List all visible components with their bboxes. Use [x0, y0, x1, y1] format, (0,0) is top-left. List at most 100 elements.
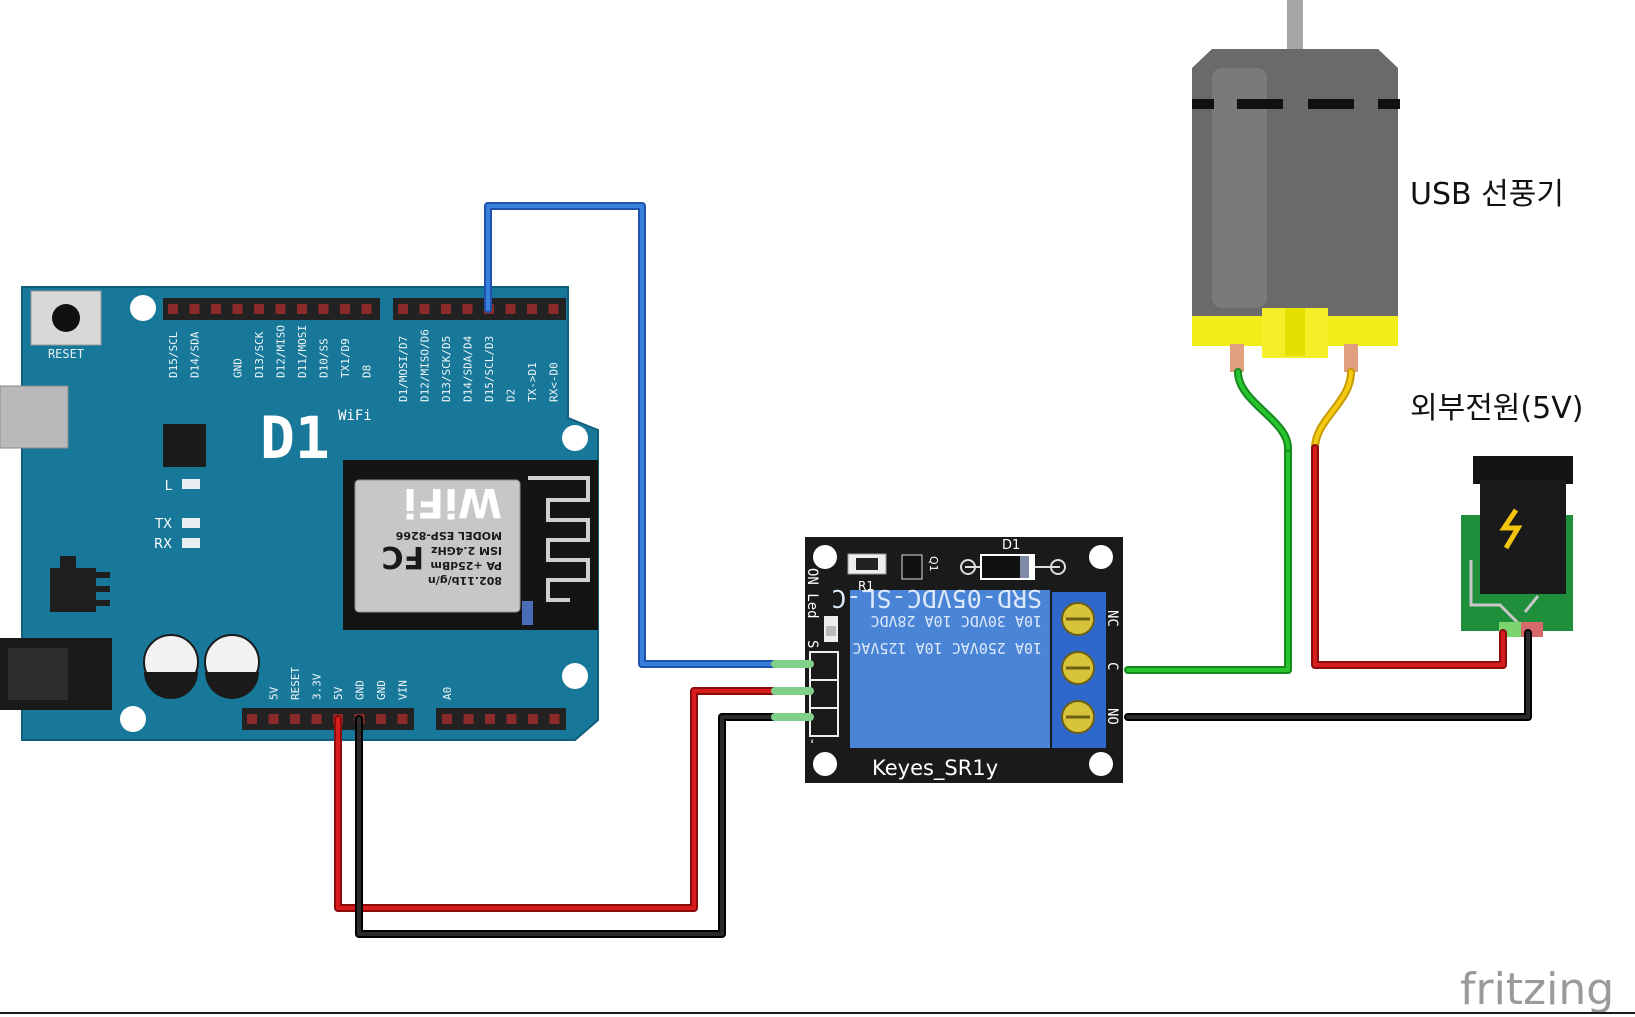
pin-label: D2 [505, 389, 518, 402]
bottom-header-left [242, 708, 414, 730]
wifi-mark: WiFi [403, 479, 502, 525]
led-rx [182, 538, 200, 548]
pin-label: A0 [441, 687, 454, 700]
mount-hole [813, 545, 837, 569]
relay-name: Keyes_SR1y [872, 756, 998, 781]
pin-label: 3.3V [311, 673, 324, 700]
relay-body [850, 590, 1050, 748]
pin-label: VIN [397, 680, 410, 700]
pin-label: D11/MOSI [296, 325, 309, 378]
pin-label: TX1/D9 [339, 338, 352, 378]
header-pin [441, 304, 451, 314]
led-l-label: L [165, 479, 173, 494]
nc-label: NC [1104, 610, 1120, 627]
led-tx [182, 518, 200, 528]
pin-label: D12/MISO [275, 325, 288, 378]
pin-label: D13/SCK/D5 [440, 336, 453, 402]
relay-rating-1: 10A 30VDC 10A 28VDC [870, 612, 1042, 630]
pin-label: 5V [268, 686, 281, 700]
header-pin [442, 714, 452, 724]
mount-hole [562, 663, 588, 689]
relay-model: SRD-05VDC-SL-C [831, 584, 1042, 613]
wire-black-gnd [355, 713, 779, 938]
header-pin [211, 304, 221, 314]
header-pin [361, 304, 372, 314]
header-pin [505, 304, 516, 314]
usb-connector [0, 385, 69, 449]
relay-module: SRD-05VDC-SL-C 10A 30VDC 10A 28VDC 10A 2… [804, 537, 1123, 783]
usb-fan-label: USB 선풍기 [1410, 177, 1564, 212]
header-pin [232, 304, 243, 314]
header-pin [376, 714, 386, 724]
power-label: 외부전원(5V) [1410, 391, 1583, 426]
voltage-regulator [50, 568, 96, 612]
esp-model: MODEL ESP-8266 [395, 529, 502, 542]
header-pin [340, 304, 350, 314]
mount-hole [562, 425, 588, 451]
header-pin [247, 714, 257, 724]
header-pin [189, 304, 200, 314]
pin-label: D14/SDA [189, 331, 202, 378]
bottom-header-right [436, 708, 566, 730]
wire-black-power [1124, 629, 1532, 721]
pin-label: GND [354, 680, 367, 700]
top-header-left [163, 298, 380, 320]
header-pin [268, 714, 279, 724]
pin-label: RX<-D0 [548, 362, 561, 402]
header-pin [463, 714, 474, 724]
mount-hole [1089, 545, 1113, 569]
mount-hole [130, 295, 156, 321]
header-pin [297, 304, 307, 314]
reset-label: RESET [48, 347, 84, 361]
header-pin [398, 304, 408, 314]
pin-label: D8 [361, 365, 374, 378]
usb-fan-motor [1192, 0, 1400, 372]
pin-label: TX->D1 [526, 362, 539, 402]
d1-diode-label: D1 [1002, 538, 1020, 553]
no-label: NO [1104, 708, 1120, 725]
header-pin [254, 304, 264, 314]
led-l [182, 479, 200, 489]
usb-chip [163, 424, 206, 467]
wifi-superscript: WiFi [338, 408, 372, 424]
header-pin [290, 714, 300, 724]
s-pin-label: S [804, 640, 820, 648]
power-jack [1461, 456, 1573, 637]
d1-logo: D1 [260, 404, 330, 472]
header-pin [506, 714, 517, 724]
bottom-border [0, 1012, 1635, 1014]
header-pin [485, 714, 495, 724]
header-pin [397, 714, 408, 724]
wire-green-motor [1124, 444, 1292, 674]
wemos-d1-board: RESET D15/SCL D14/SDA GND D13/SCK D12/MISO D1… [0, 286, 599, 741]
esp-ism: ISM 2.4GHz [431, 544, 502, 557]
header-pin [318, 304, 329, 314]
r1-label: R1 [858, 579, 874, 593]
relay-rating-2: 10A 250VAC 10A 125VAC [852, 639, 1042, 657]
led-tx-label: TX [154, 517, 172, 532]
esp-pa: PA +25dBm [430, 559, 502, 572]
esp-std: 802.11b/g/n [428, 574, 502, 587]
led-rx-label: RX [154, 537, 172, 552]
pin-label: RESET [289, 667, 302, 700]
on-led-label: ON Led [804, 568, 820, 619]
pin-label: D14/SDA/D4 [462, 335, 475, 402]
lightning-icon [1499, 508, 1523, 550]
mount-hole [120, 706, 146, 732]
header-pin [419, 304, 430, 314]
minus-pin-label: - [804, 737, 820, 745]
pin-label: D13/SCK [253, 331, 266, 378]
pin-label: D15/SCL [167, 331, 180, 378]
pin-label: 5V [332, 686, 345, 700]
header-pin [527, 304, 537, 314]
header-pin [528, 714, 538, 724]
q1-label: Q1 [927, 556, 940, 572]
fc-mark: FC [381, 539, 424, 574]
esp8266-module: 802.11b/g/n PA +25dBm ISM 2.4GHz MODEL E… [343, 460, 598, 630]
pin-label: GND [375, 680, 388, 700]
c-label: C [1104, 662, 1120, 670]
mount-hole [1089, 752, 1113, 776]
header-pin [462, 304, 473, 314]
pin-label: D1/MOSI/D7 [397, 336, 410, 402]
